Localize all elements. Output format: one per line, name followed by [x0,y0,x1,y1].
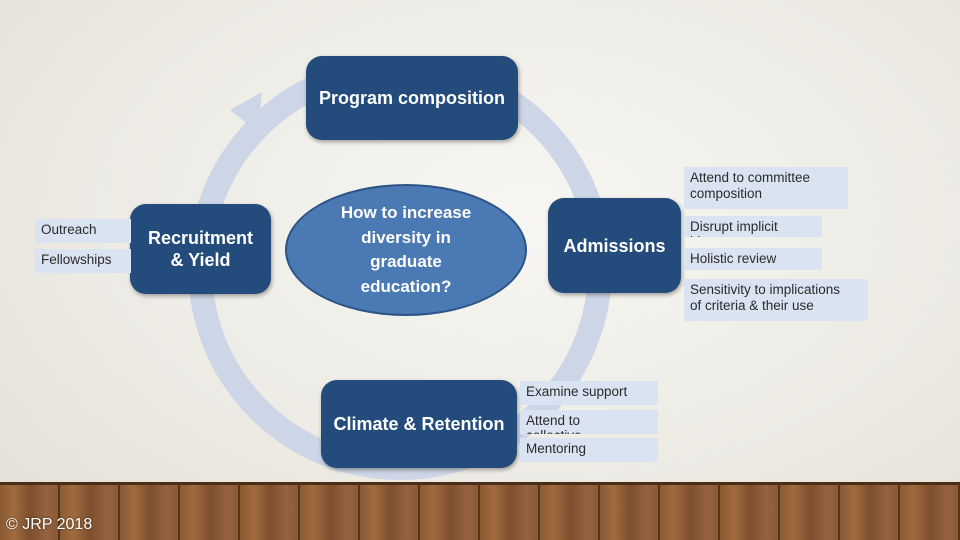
note-holistic-review: Holistic review [684,248,822,270]
note-outreach: Outreach [35,219,131,243]
note-criteria-sensitivity: Sensitivity to implications of criteria … [684,279,868,321]
stage-climate-retention: Climate & Retention [321,380,517,468]
stage-admissions: Admissions [548,198,681,293]
note-attend-to: Attend to collective [520,410,658,434]
note-mentoring: Mentoring [520,438,658,462]
stage-program-composition: Program composition [306,56,518,140]
copyright-text: © JRP 2018 [6,516,93,533]
note-fellowships: Fellowships [35,249,131,273]
stage-recruitment-yield: Recruitment & Yield [130,204,271,294]
wood-floor [0,482,960,540]
cycle-arrowhead-icon [230,92,262,132]
note-implicit-bias: Disrupt implicit bias [684,216,822,237]
note-examine-support: Examine support [520,381,658,405]
note-committee-composition: Attend to committee composition [684,167,848,209]
central-question: How to increase diversity in graduate ed… [285,184,527,316]
